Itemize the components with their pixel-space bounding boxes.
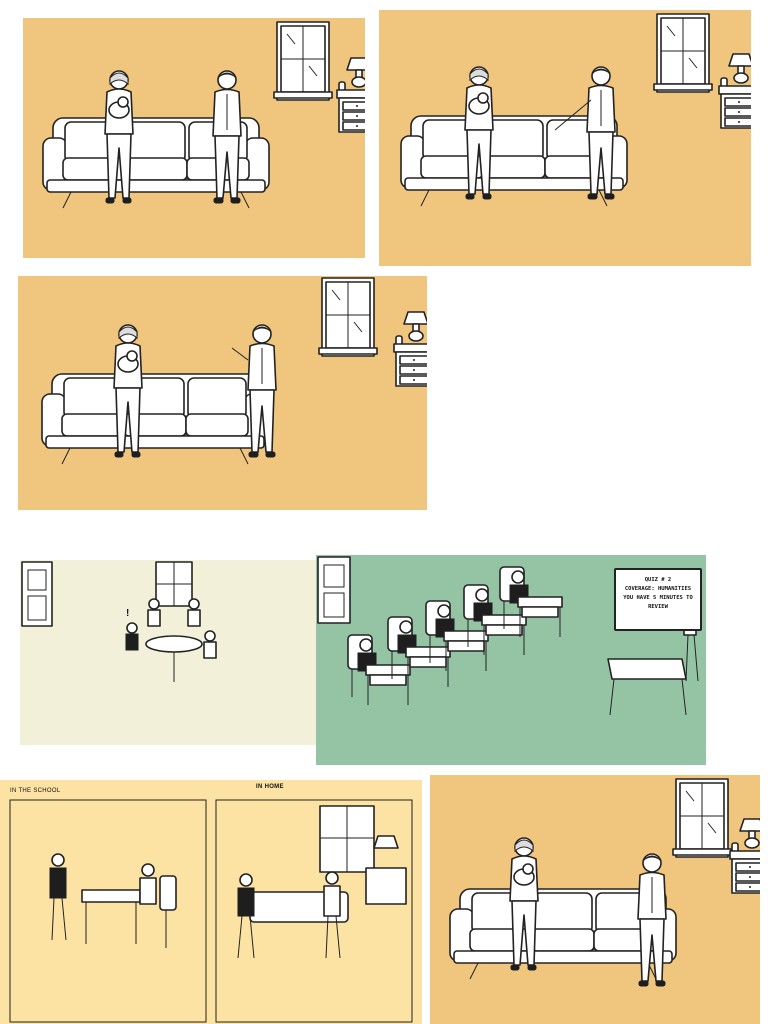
board-line-1: QUIZ # 2 (644, 577, 672, 583)
exclamation-icon: ! (126, 608, 129, 619)
nightstand-lamp-icon (336, 57, 365, 133)
panel-living-room-4 (430, 775, 760, 1024)
window-icon (672, 778, 732, 858)
board-line-3: YOU HAVE 5 MINUTES TO (623, 595, 693, 601)
home-frame (215, 799, 413, 1023)
window-icon (318, 277, 378, 357)
school-scene (49, 853, 177, 948)
home-scene (237, 805, 407, 959)
panel-split-scene: IN THE SCHOOL IN HOME (0, 780, 422, 1024)
teacher-table-icon (607, 658, 687, 680)
office-chair-icon (159, 875, 177, 911)
label-in-the-school: IN THE SCHOOL (10, 788, 61, 794)
gesture-arm (554, 99, 592, 131)
window-icon (273, 21, 333, 101)
board-line-4: REVIEW (648, 604, 668, 610)
nightstand-lamp-icon (718, 53, 751, 129)
door-icon (317, 556, 351, 624)
panel-dining-room: ! (20, 560, 320, 745)
school-desk-icon (81, 889, 141, 903)
school-frame (9, 799, 207, 1023)
window-icon (653, 13, 713, 93)
door-icon (21, 561, 53, 627)
label-in-home: IN HOME (256, 784, 284, 790)
round-table-icon (145, 635, 203, 653)
board-line-2: COVERAGE: HUMANITIES (624, 586, 692, 592)
raised-hand (231, 347, 249, 361)
nightstand-lamp-icon (729, 818, 760, 894)
panel-living-room-3 (18, 276, 427, 510)
nightstand-icon (365, 867, 407, 905)
nightstand-lamp-icon (393, 311, 427, 387)
panel-living-room-1 (23, 18, 365, 258)
family-members: ! (125, 598, 217, 659)
man-standing-icon (637, 853, 667, 987)
panel-classroom: QUIZ # 2 COVERAGE: HUMANITIES YOU HAVE 5… (316, 555, 706, 765)
quiz-board: QUIZ # 2 COVERAGE: HUMANITIES YOU HAVE 5… (614, 568, 702, 631)
panel-living-room-2 (379, 10, 751, 266)
couch-icon (41, 373, 269, 465)
